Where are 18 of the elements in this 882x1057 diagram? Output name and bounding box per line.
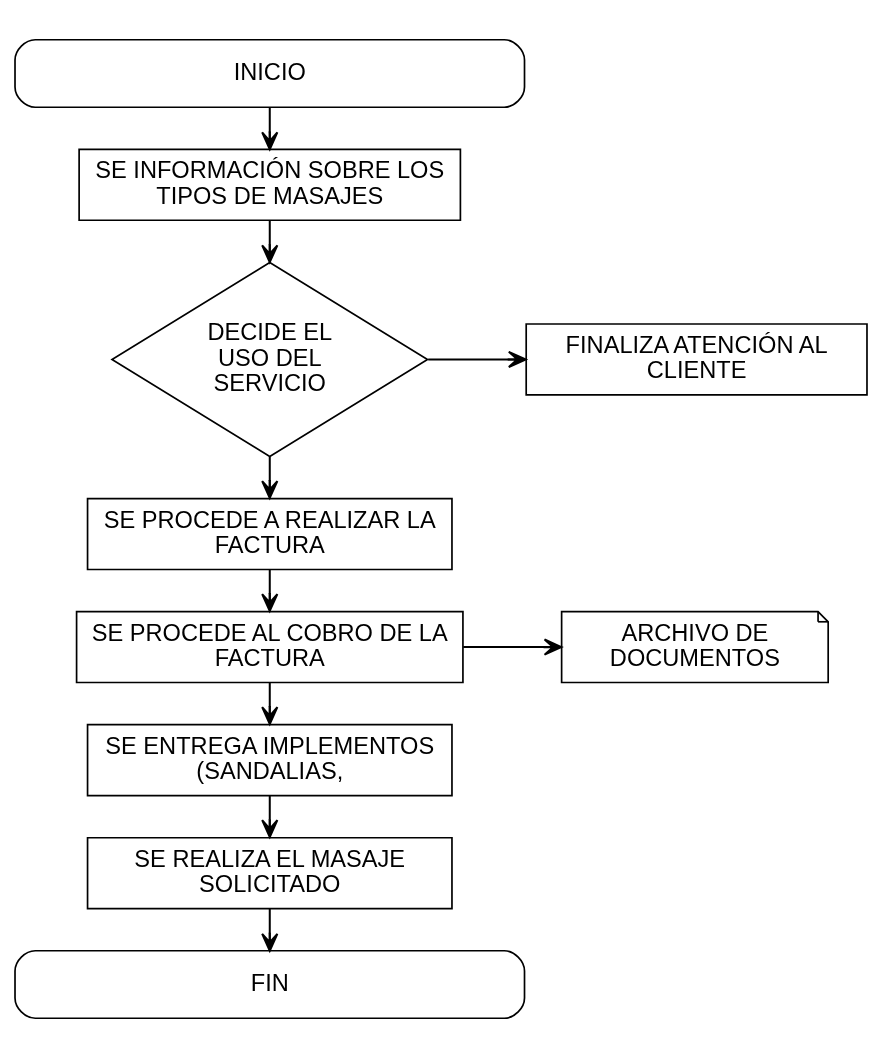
node-box: SE PROCEDE A REALIZAR LA FACTURA (86, 497, 453, 570)
node-box: SE PROCEDE AL COBRO DE LA FACTURA (75, 610, 464, 683)
arrow (428, 350, 527, 368)
arrow (261, 908, 279, 952)
node-box: SE ENTREGA IMPLEMENTOS (SANDALIAS, (86, 723, 453, 796)
node-box: INICIO (14, 38, 526, 108)
arrow (261, 456, 279, 499)
arrow (261, 682, 279, 725)
arrow (463, 638, 563, 656)
node-box: FIN (14, 949, 526, 1019)
arrow (261, 219, 279, 263)
arrow (261, 569, 279, 612)
arrow (261, 795, 279, 838)
arrow (261, 107, 279, 150)
node-box: FINALIZA ATENCIÓN AL CLIENTE (525, 322, 868, 396)
node-box: SE REALIZA EL MASAJE SOLICITADO (86, 836, 453, 909)
node-diamond: DECIDE EL USO DEL SERVICIO (110, 260, 430, 457)
node-box: SE INFORMACIÓN SOBRE LOS TIPOS DE MASAJES (78, 148, 462, 221)
